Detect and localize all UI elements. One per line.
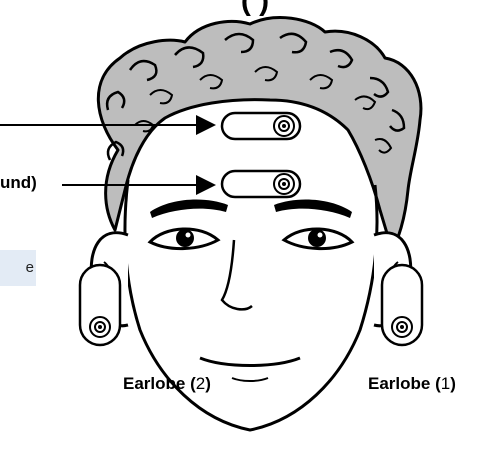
- side-box-text: e: [26, 259, 34, 276]
- nose: [222, 240, 252, 309]
- earlobe-2-word: Earlobe (: [123, 374, 196, 393]
- earlobe-2-label: Earlobe (2): [123, 374, 211, 394]
- earlobe-1-word: Earlobe (: [368, 374, 441, 393]
- earlobe-1-close: ): [450, 374, 456, 393]
- ear-clip-icon: [80, 265, 120, 345]
- right-eye: [284, 229, 352, 249]
- ear-clip-icon: [382, 265, 422, 345]
- left-eyebrow: [150, 200, 228, 218]
- left-eye: [150, 229, 218, 249]
- electrode-icon: [222, 171, 300, 197]
- earlobe-1-number: 1: [441, 374, 450, 393]
- ground-label: und): [0, 173, 37, 193]
- right-eyebrow: [274, 200, 352, 218]
- earlobe-1-label: Earlobe (1): [368, 374, 456, 394]
- electrode-icon: [222, 113, 300, 139]
- side-info-box: e: [0, 250, 36, 286]
- earlobe-2-number: 2: [196, 374, 205, 393]
- earlobe-2-close: ): [205, 374, 211, 393]
- mouth: [200, 358, 300, 366]
